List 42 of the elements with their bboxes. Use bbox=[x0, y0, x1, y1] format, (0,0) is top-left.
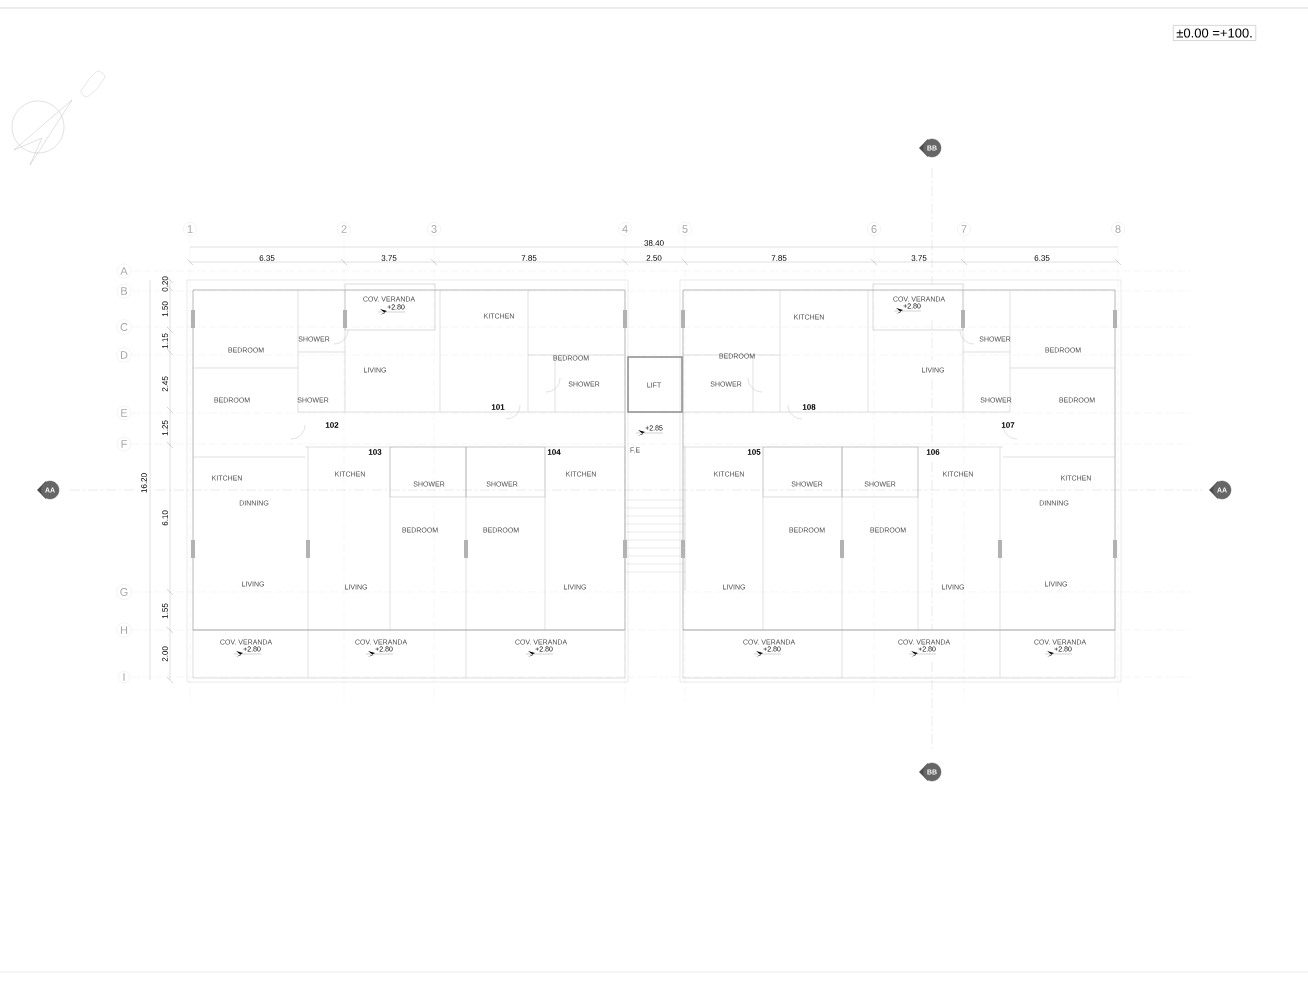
grid-bubble: H bbox=[116, 622, 132, 638]
dimension-value: 3.75 bbox=[911, 255, 927, 261]
unit-number: 107 bbox=[1001, 422, 1015, 428]
grid-bubble: 7 bbox=[957, 222, 971, 236]
unit-number: 102 bbox=[325, 422, 339, 428]
dimension-value: 0.20 bbox=[162, 276, 168, 292]
dimension-value: 1.50 bbox=[162, 301, 168, 317]
dimension-value: 38.40 bbox=[644, 240, 664, 246]
dimension-value: 7.85 bbox=[521, 255, 537, 261]
dimension-value: 2.00 bbox=[162, 646, 168, 662]
grid-bubble: C bbox=[116, 319, 132, 335]
dimension-value: 16.20 bbox=[141, 473, 147, 493]
unit-number: 104 bbox=[547, 449, 561, 455]
grid-bubble: 1 bbox=[183, 222, 197, 236]
unit-number: 103 bbox=[368, 449, 382, 455]
dimension-value: 6.35 bbox=[259, 255, 275, 261]
grid-bubble: F bbox=[117, 437, 131, 451]
grid-bubble: 5 bbox=[678, 222, 692, 236]
grid-bubble: 8 bbox=[1111, 222, 1125, 236]
dimension-value: 1.15 bbox=[162, 333, 168, 349]
dimension-value: 6.10 bbox=[162, 510, 168, 526]
grid-bubble: E bbox=[116, 405, 132, 421]
unit-number: 108 bbox=[802, 404, 816, 410]
grid-bubble: 3 bbox=[427, 222, 441, 236]
grid-bubble: A bbox=[116, 263, 132, 279]
dimension-value: 6.35 bbox=[1034, 255, 1050, 261]
dimension-value: 2.45 bbox=[162, 376, 168, 392]
unit-number: 106 bbox=[926, 449, 940, 455]
dimension-value: 3.75 bbox=[381, 255, 397, 261]
grid-bubble: B bbox=[116, 283, 132, 299]
level-box: ±0.00 =+100. bbox=[1173, 25, 1256, 41]
unit-number: 101 bbox=[491, 404, 505, 410]
grid-bubble: 4 bbox=[618, 222, 632, 236]
dimension-value: 2.50 bbox=[646, 255, 662, 261]
dimension-value: 1.55 bbox=[162, 603, 168, 619]
grid-bubble: 6 bbox=[867, 222, 881, 236]
grid-bubble: G bbox=[116, 584, 132, 600]
grid-bubble: D bbox=[116, 347, 132, 363]
grid-bubble: 2 bbox=[337, 222, 351, 236]
dimension-value: 1.25 bbox=[162, 420, 168, 436]
dimension-value: 7.85 bbox=[771, 255, 787, 261]
unit-number: 105 bbox=[747, 449, 761, 455]
